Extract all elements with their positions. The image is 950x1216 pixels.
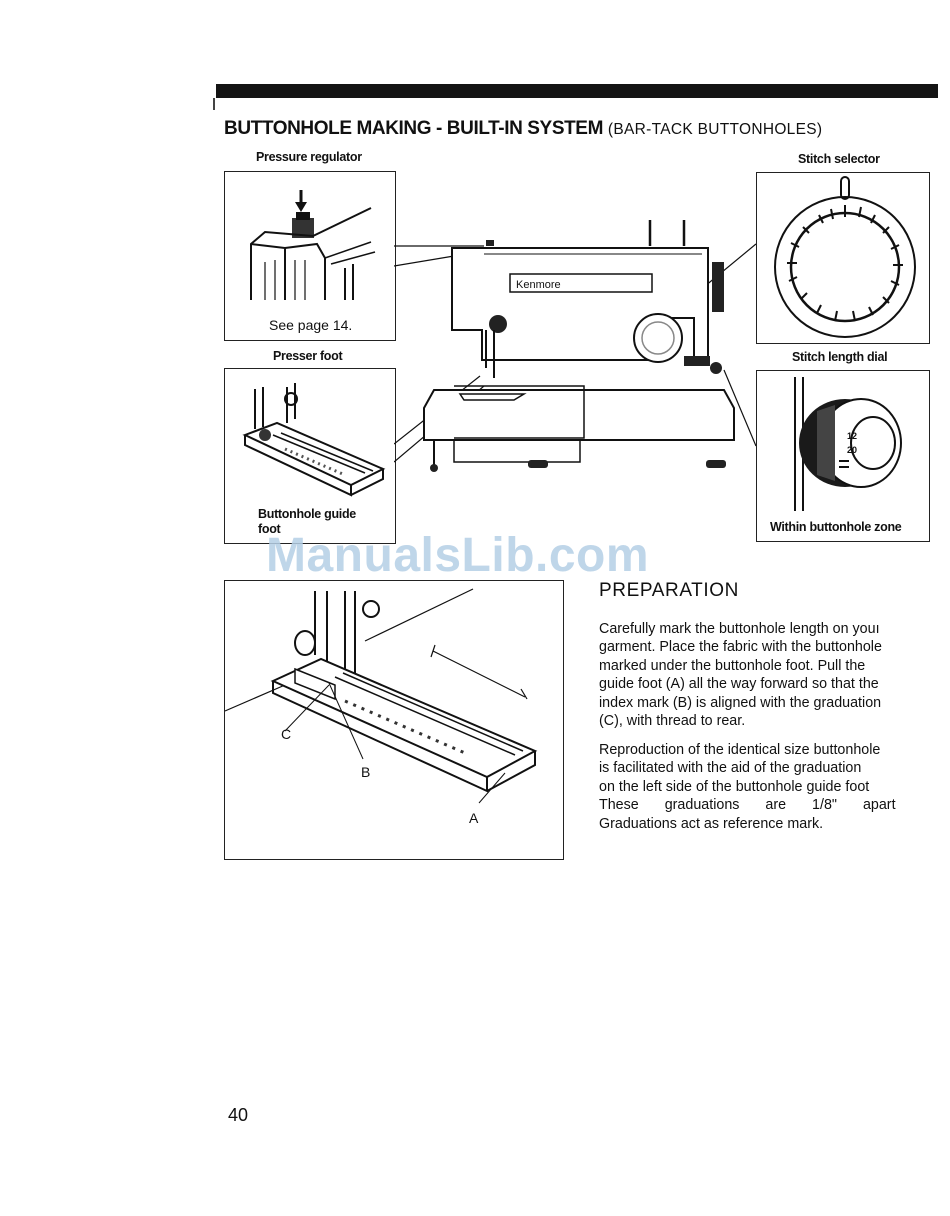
page-title: BUTTONHOLE MAKING - BUILT-IN SYSTEM (BAR… bbox=[224, 118, 822, 140]
stitch-length-dial-illustration: 12 20 bbox=[794, 377, 902, 511]
paragraph-2-line: is facilitated with the aid of the gradu… bbox=[599, 760, 862, 777]
machine-brand-text: Kenmore bbox=[516, 279, 561, 291]
paragraph-2-line: on the left side of the buttonhole guide… bbox=[599, 778, 870, 795]
preparation-heading: PREPARATION bbox=[599, 580, 739, 601]
presser-foot-illustration bbox=[242, 383, 386, 497]
pressure-regulator-figure: See page 14. bbox=[224, 171, 396, 341]
preparation-paragraph-2: Reproduction of the identical size butto… bbox=[599, 741, 927, 833]
paragraph-2-line: Reproduction of the identical size butto… bbox=[599, 742, 881, 758]
pressure-regulator-label: Pressure regulator bbox=[256, 150, 362, 164]
sewing-machine-illustration: Kenmore bbox=[394, 220, 756, 472]
letter-a: A bbox=[469, 810, 479, 826]
stitch-selector-label: Stitch selector bbox=[798, 152, 880, 166]
stitch-selector-dial-illustration bbox=[774, 176, 916, 338]
within-buttonhole-zone-label: Within buttonhole zone bbox=[770, 520, 902, 534]
svg-text:12: 12 bbox=[847, 431, 857, 441]
buttonhole-guide-foot-label-line2: foot bbox=[258, 522, 281, 536]
letter-c: C bbox=[281, 726, 291, 742]
sewing-machine-figure: Kenmore bbox=[394, 210, 756, 486]
see-page-text: See page 14. bbox=[269, 317, 352, 333]
paragraph-1-line: guide foot (A) all the way forward so th… bbox=[599, 676, 879, 693]
header-rule bbox=[216, 84, 938, 98]
buttonhole-guide-foot-label-line1: Buttonhole guide bbox=[258, 507, 356, 521]
watermark: ManualsLib.com bbox=[266, 529, 650, 582]
margin-tick bbox=[213, 98, 215, 110]
svg-text:20: 20 bbox=[847, 445, 857, 455]
stitch-selector-figure bbox=[756, 172, 930, 344]
title-sub: (BAR-TACK BUTTONHOLES) bbox=[607, 121, 823, 138]
page-number: 40 bbox=[228, 1105, 249, 1125]
letter-b: B bbox=[361, 764, 370, 780]
stitch-length-dial-figure: 12 20 Within buttonhole zone bbox=[756, 370, 930, 542]
presser-foot-label: Presser foot bbox=[273, 349, 343, 363]
paragraph-2-line: Graduations act as reference mark. bbox=[599, 815, 824, 832]
buttonhole-foot-detail-illustration: C B A bbox=[225, 588, 538, 826]
paragraph-1-line: marked under the buttonhole foot. Pull t… bbox=[599, 657, 866, 674]
preparation-paragraph-1: Carefully mark the buttonhole length on … bbox=[599, 620, 927, 730]
paragraph-1-line: index mark (B) is aligned with the gradu… bbox=[599, 694, 882, 711]
stitch-length-dial-label: Stitch length dial bbox=[792, 350, 888, 364]
title-main: BUTTONHOLE MAKING - BUILT-IN SYSTEM bbox=[224, 118, 604, 139]
buttonhole-foot-detail-figure: C B A bbox=[224, 580, 564, 860]
paragraph-1-line: Carefully mark the buttonhole length on … bbox=[599, 621, 880, 637]
paragraph-1-line: (C), with thread to rear. bbox=[599, 713, 746, 730]
paragraph-2-line: These graduations are 1/8" apart bbox=[599, 797, 896, 814]
pressure-regulator-illustration: See page 14. bbox=[250, 190, 376, 333]
paragraph-1-line: garment. Place the fabric with the butto… bbox=[599, 639, 882, 656]
presser-foot-figure: Buttonhole guide foot bbox=[224, 368, 396, 544]
